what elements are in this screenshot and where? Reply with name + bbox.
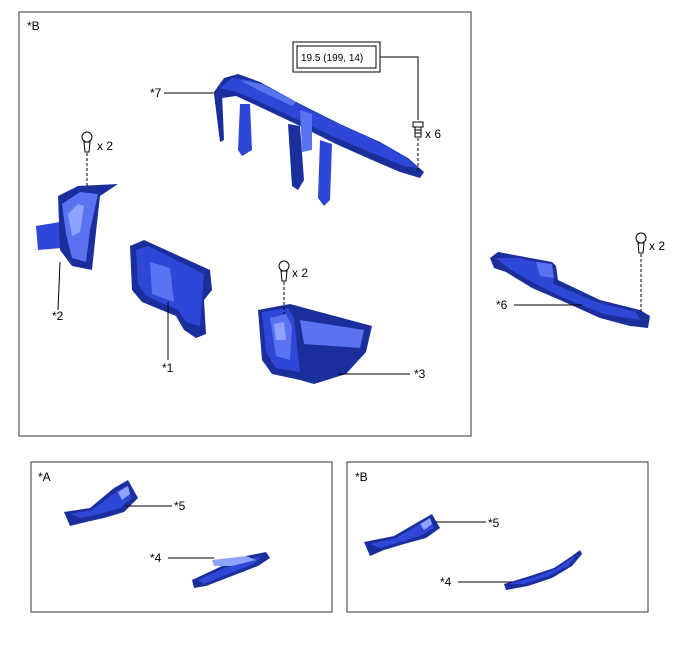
qty-bolt-frame: x 6	[425, 127, 441, 141]
torque-leader-line	[380, 56, 419, 120]
callout-5a: *5	[174, 499, 186, 513]
part-4-panel-a	[192, 552, 270, 588]
part-1-panel	[130, 240, 212, 338]
callout-4b: *4	[440, 575, 452, 589]
panel-a-frame	[30, 461, 333, 613]
qty-clip-left: x 2	[97, 139, 113, 153]
clip-icon	[278, 260, 290, 282]
part-5-panel-a	[64, 480, 138, 526]
main-panel-frame	[18, 11, 472, 437]
panel-tag-main: *B	[27, 19, 40, 33]
callout-4a: *4	[150, 551, 162, 565]
callout-3: *3	[414, 367, 426, 381]
clip-icon	[635, 232, 647, 254]
callout-1: *1	[162, 361, 174, 375]
callout-5b: *5	[488, 516, 500, 530]
callout-7: *7	[150, 86, 162, 100]
clip-icon	[81, 131, 93, 153]
torque-spec-box: 19.5 (199, 14)	[292, 41, 381, 73]
bolt-icon	[412, 121, 424, 138]
panel-b-frame	[346, 461, 649, 613]
part-3-panel	[258, 304, 372, 384]
panel-tag-b: *B	[355, 470, 368, 484]
callout-6: *6	[496, 298, 508, 312]
panel-tag-a: *A	[38, 470, 51, 484]
leader-2	[57, 261, 61, 311]
qty-clip-center: x 2	[292, 266, 308, 280]
part-7-frame	[214, 74, 424, 206]
callout-2: *2	[52, 309, 64, 323]
torque-spec-text: 19.5 (199, 14)	[301, 53, 363, 64]
part-4-panel-b	[504, 550, 582, 590]
qty-clip-right: x 2	[649, 239, 665, 253]
part-2-panel	[36, 184, 118, 270]
part-5-panel-b	[364, 514, 440, 556]
part-6-bracket	[490, 252, 650, 328]
